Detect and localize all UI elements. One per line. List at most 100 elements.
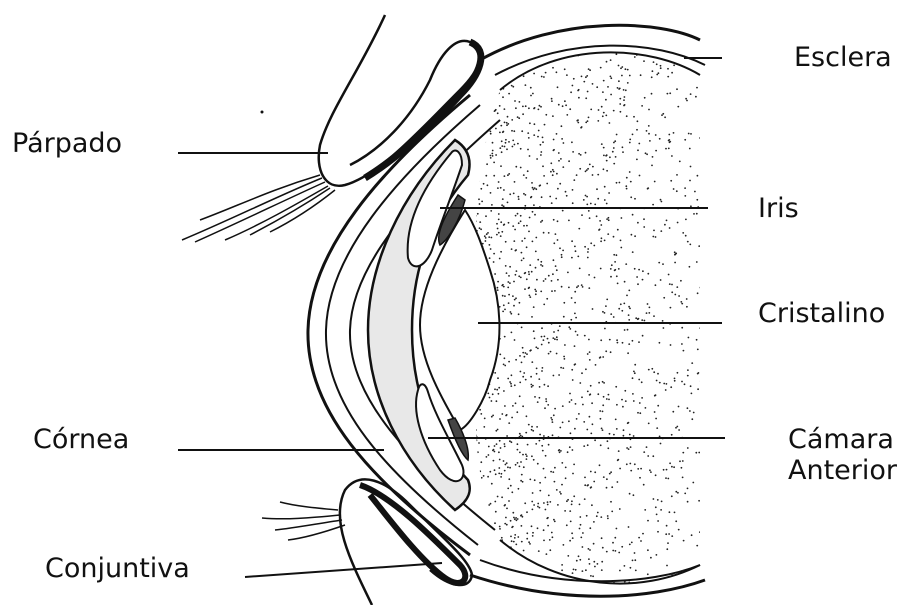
stipple-dot — [668, 140, 670, 142]
stipple-dot — [527, 170, 529, 172]
stipple-dot — [559, 451, 561, 453]
stipple-dot — [547, 385, 549, 387]
stipple-dot — [614, 269, 616, 271]
stipple-dot — [592, 174, 594, 176]
stipple-dot — [658, 594, 660, 596]
stipple-dot — [572, 85, 574, 87]
stipple-dot — [557, 48, 559, 50]
stipple-dot — [610, 268, 612, 270]
stipple-dot — [685, 98, 687, 100]
stipple-dot — [548, 342, 550, 344]
stipple-dot — [535, 188, 537, 190]
stipple-dot — [690, 133, 692, 135]
stipple-dot — [550, 471, 552, 473]
stipple-dot — [527, 444, 529, 446]
stipple-dot — [574, 246, 576, 248]
stipple-dot — [593, 245, 595, 247]
stipple-dot — [556, 336, 558, 338]
stipple-dot — [534, 187, 536, 189]
stipple-dot — [510, 598, 512, 600]
stipple-dot — [585, 195, 587, 197]
stipple-dot — [535, 251, 537, 253]
stipple-dot — [617, 283, 619, 285]
stipple-dot — [477, 180, 479, 182]
stipple-dot — [594, 590, 596, 592]
stipple-dot — [625, 263, 627, 265]
stipple-dot — [532, 385, 534, 387]
stipple-dot — [628, 526, 630, 528]
stipple-dot — [701, 130, 703, 132]
stipple-dot — [551, 280, 553, 282]
stipple-dot — [623, 303, 625, 305]
stipple-dot — [555, 233, 557, 235]
stipple-dot — [517, 462, 519, 464]
stipple-dot — [548, 232, 550, 234]
stipple-dot — [531, 455, 533, 457]
stipple-dot — [603, 396, 605, 398]
stipple-dot — [632, 393, 634, 395]
stipple-dot — [558, 152, 560, 154]
stipple-dot — [660, 67, 662, 69]
stipple-dot — [681, 327, 683, 329]
stipple-dot — [627, 352, 629, 354]
stipple-dot — [700, 51, 702, 53]
stipple-dot — [504, 336, 506, 338]
stipple-dot — [554, 481, 556, 483]
stipple-dot — [603, 112, 605, 114]
stipple-dot — [578, 89, 580, 91]
stipple-dot — [621, 217, 623, 219]
stipple-dot — [647, 455, 649, 457]
stipple-dot — [610, 471, 612, 473]
stipple-dot — [524, 502, 526, 504]
stipple-dot — [697, 388, 699, 390]
stipple-dot — [542, 165, 544, 167]
stipple-dot — [552, 273, 554, 275]
stipple-dot — [624, 96, 626, 98]
stipple-dot — [675, 520, 677, 522]
stipple-dot — [540, 151, 542, 153]
stipple-dot — [471, 66, 473, 68]
stipple-dot — [494, 48, 496, 50]
stipple-dot — [534, 338, 536, 340]
stipple-dot — [620, 240, 622, 242]
stipple-dot — [644, 97, 646, 99]
stipple-dot — [615, 550, 617, 552]
stipple-dot — [617, 342, 619, 344]
stipple-dot — [641, 381, 643, 383]
stipple-dot — [538, 585, 540, 587]
stipple-dot — [508, 302, 510, 304]
stipple-dot — [591, 592, 593, 594]
stipple-dot — [519, 101, 521, 103]
stipple-dot — [572, 202, 574, 204]
stipple-dot — [616, 339, 618, 341]
stipple-dot — [492, 578, 494, 580]
stipple-dot — [567, 451, 569, 453]
stipple-dot — [652, 455, 654, 457]
stipple-dot — [594, 204, 596, 206]
stipple-dot — [577, 49, 579, 51]
stipple-dot — [528, 273, 530, 275]
stipple-dot — [502, 311, 504, 313]
stipple-dot — [655, 506, 657, 508]
stipple-dot — [671, 155, 673, 157]
stipple-dot — [633, 116, 635, 118]
stipple-dot — [638, 143, 640, 145]
stipple-dot — [585, 152, 587, 154]
stipple-dot — [685, 235, 687, 237]
stipple-dot — [532, 241, 534, 243]
stipple-dot — [592, 308, 594, 310]
stipple-dot — [513, 517, 515, 519]
stipple-dot — [697, 175, 699, 177]
stipple-dot — [590, 575, 592, 577]
stipple-dot — [574, 428, 576, 430]
stipple-dot — [708, 378, 710, 380]
stipple-dot — [668, 148, 670, 150]
stipple-dot — [617, 481, 619, 483]
stipple-dot — [691, 393, 693, 395]
stipple-dot — [657, 499, 659, 501]
stipple-dot — [582, 532, 584, 534]
stipple-dot — [630, 196, 632, 198]
stipple-dot — [509, 70, 511, 72]
stipple-dot — [663, 383, 665, 385]
stipple-dot — [629, 139, 631, 141]
